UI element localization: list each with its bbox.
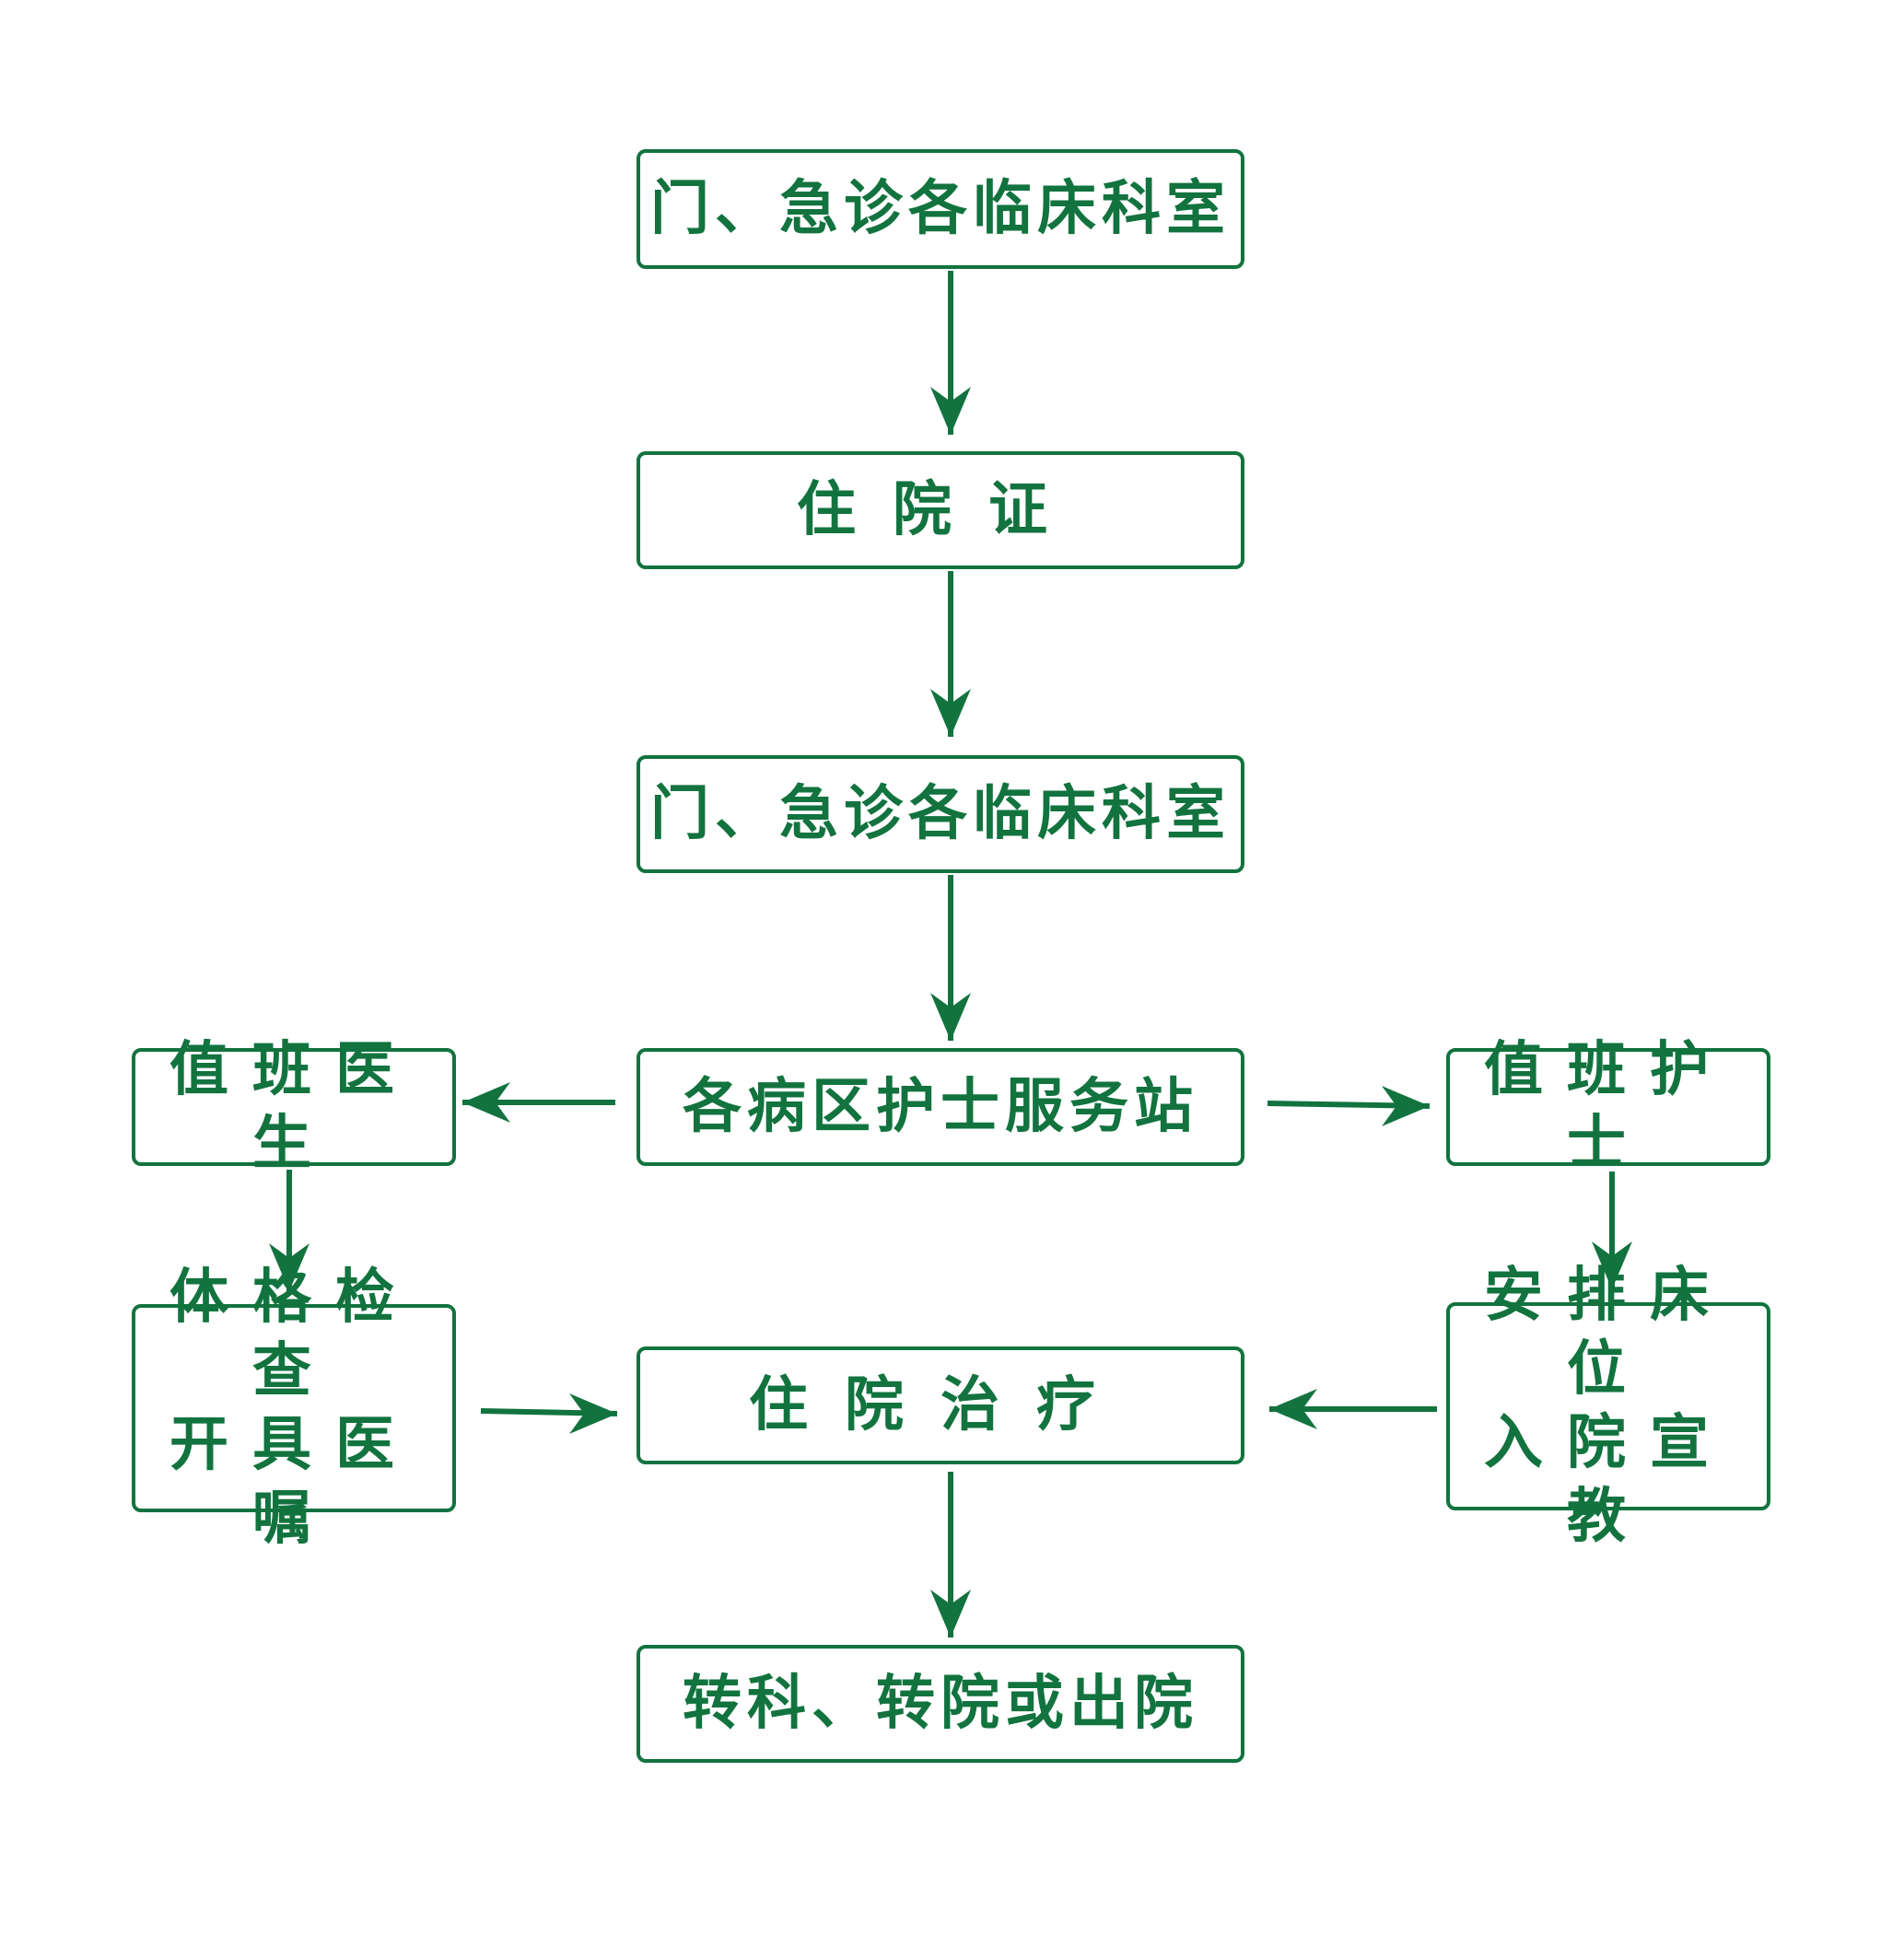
arrowhead-4-icon bbox=[462, 1082, 510, 1123]
node-outpatient-top-label: 门、急诊各临床科室 bbox=[650, 174, 1231, 243]
arrowhead-2-icon bbox=[930, 689, 971, 737]
node-duty-doctor-label: 值班医生 bbox=[169, 1035, 418, 1178]
arrowhead-3-icon bbox=[930, 993, 971, 1041]
node-inpatient-treatment: 住院治疗 bbox=[637, 1346, 1244, 1464]
node-admission-certificate: 住院证 bbox=[637, 451, 1244, 569]
node-exam-line2: 开具医嘱 bbox=[169, 1410, 418, 1553]
node-nurse-station: 各病区护士服务站 bbox=[637, 1048, 1244, 1166]
node-duty-doctor: 值班医生 bbox=[132, 1035, 456, 1178]
node-outpatient-mid-label: 门、急诊各临床科室 bbox=[650, 779, 1231, 848]
node-bed-education: 安排床位 入院宣教 bbox=[1446, 1261, 1770, 1551]
arrowhead-7-icon bbox=[1592, 1241, 1632, 1289]
node-exam-orders: 体格检查 开具医嘱 bbox=[132, 1263, 456, 1553]
arrowhead-5-icon bbox=[1382, 1086, 1430, 1126]
node-duty-nurse: 值班护士 bbox=[1446, 1035, 1770, 1178]
node-outpatient-top: 门、急诊各临床科室 bbox=[637, 149, 1244, 269]
node-outpatient-mid: 门、急诊各临床科室 bbox=[637, 755, 1244, 873]
node-admission-certificate-label: 住院证 bbox=[797, 475, 1084, 544]
node-bed-line2: 入院宣教 bbox=[1484, 1408, 1733, 1551]
node-nurse-station-label: 各病区护士服务站 bbox=[683, 1072, 1198, 1141]
node-duty-nurse-label: 值班护士 bbox=[1484, 1035, 1733, 1178]
arrowhead-6-icon bbox=[269, 1243, 310, 1291]
node-inpatient-treatment-label: 住院治疗 bbox=[749, 1370, 1132, 1439]
arrowhead-10-icon bbox=[930, 1590, 971, 1637]
arrowhead-8-icon bbox=[569, 1393, 617, 1434]
node-bed-line1: 安排床位 bbox=[1484, 1261, 1733, 1404]
node-transfer-discharge: 转科、转院或出院 bbox=[637, 1645, 1244, 1763]
node-exam-line1: 体格检查 bbox=[169, 1263, 418, 1405]
arrowhead-9-icon bbox=[1269, 1389, 1317, 1429]
node-transfer-discharge-label: 转科、转院或出院 bbox=[683, 1669, 1198, 1738]
arrowhead-1-icon bbox=[930, 387, 971, 435]
